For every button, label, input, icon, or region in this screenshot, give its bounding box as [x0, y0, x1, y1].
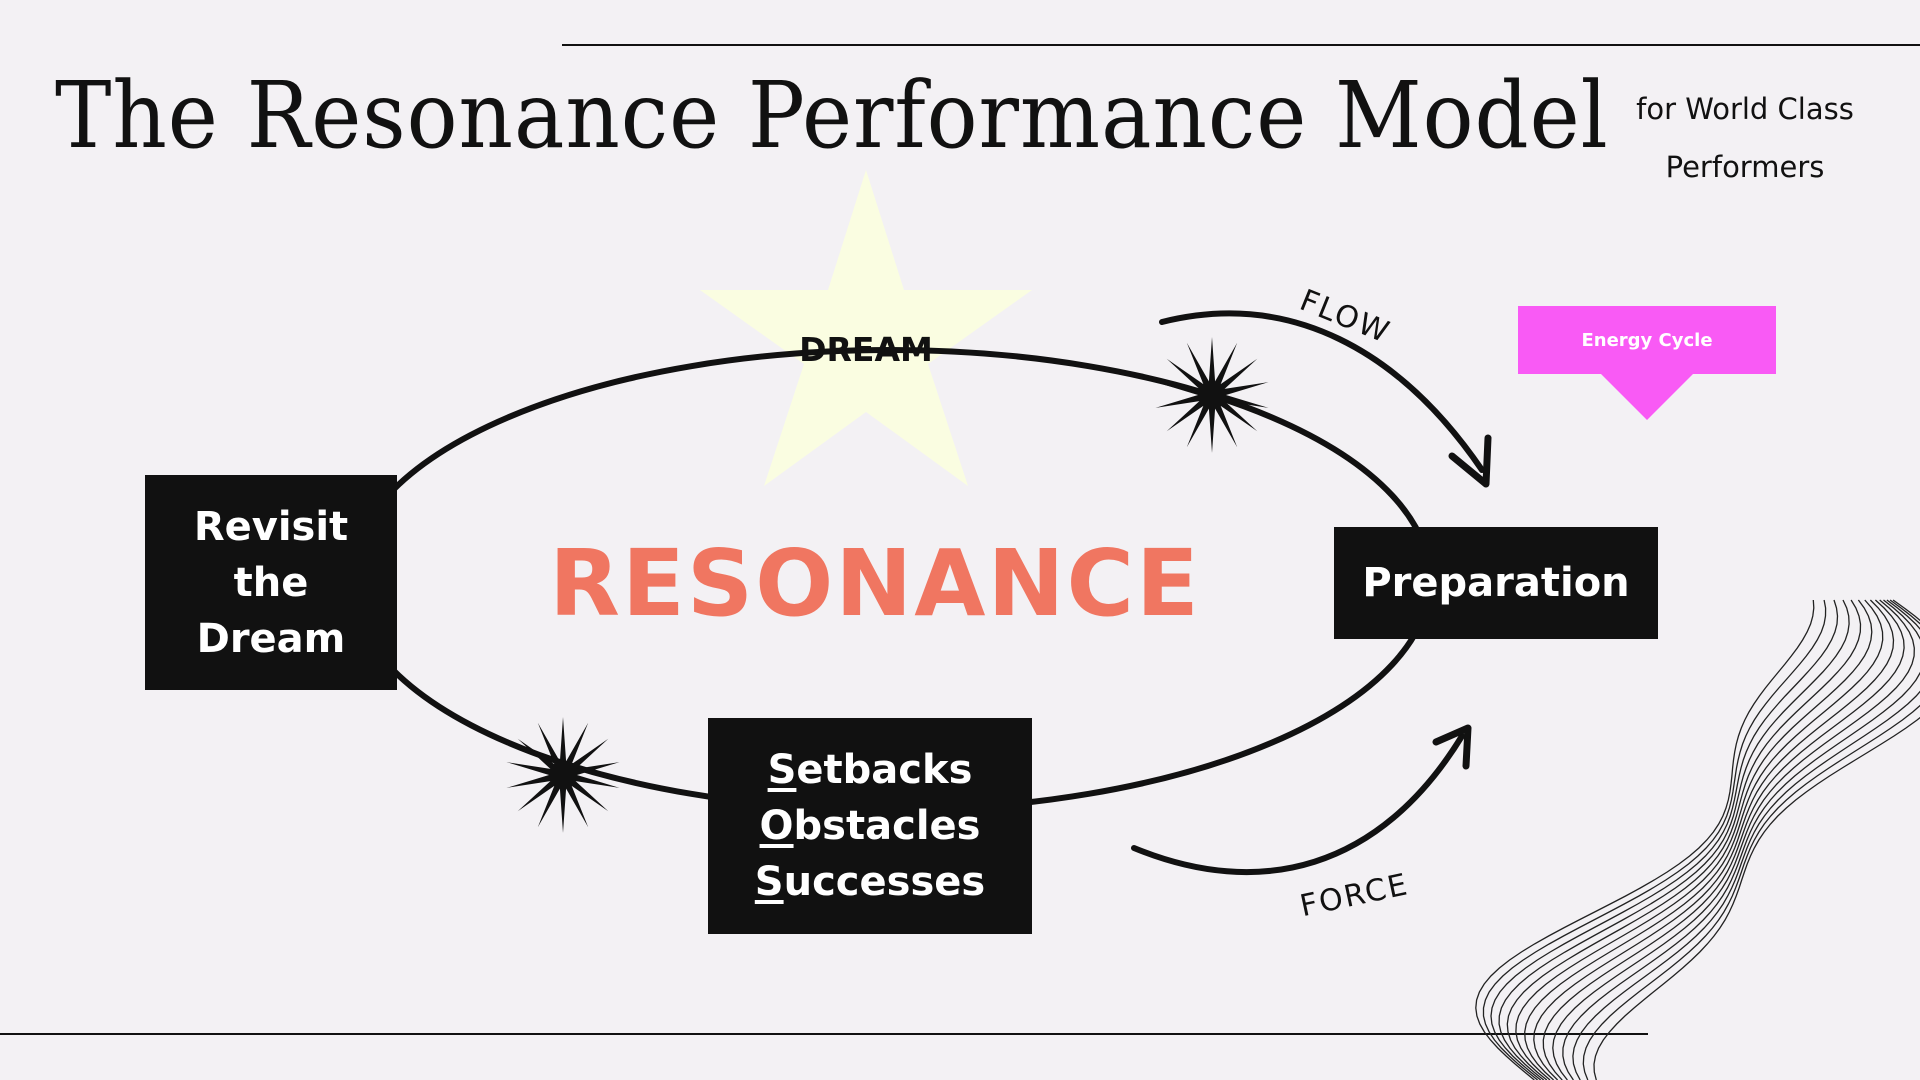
preparation-label: Preparation	[1362, 560, 1630, 606]
page-subtitle: for World Class Performers	[1636, 92, 1854, 184]
wave-line	[1533, 599, 1895, 1080]
wave-line	[1593, 599, 1920, 1080]
wave-line	[1582, 599, 1920, 1080]
starburst-icon	[506, 717, 620, 833]
line-initial: S	[767, 747, 797, 793]
resonance-label: RESONANCE	[549, 530, 1201, 637]
wave-line	[1515, 599, 1873, 1080]
setbacks-obstacles-successes-box: Setbacks Obstacles Successes	[708, 718, 1032, 934]
flow-arrowhead	[1448, 434, 1492, 488]
wave-line	[1490, 599, 1839, 1080]
dream-star-shape	[700, 170, 1032, 486]
tag-shape	[1518, 306, 1776, 420]
wave-line	[1552, 599, 1915, 1080]
wave-line	[1498, 599, 1850, 1080]
bottom-rule	[0, 1033, 1648, 1035]
obstacles-line: Obstacles	[760, 798, 981, 854]
flow-arrow	[1159, 310, 1485, 473]
line-rest: uccesses	[783, 859, 986, 905]
revisit-the-dream-box: Revisit the Dream	[145, 475, 397, 690]
line-initial: O	[759, 803, 794, 849]
revisit-the-dream-label: Revisit the Dream	[193, 503, 349, 662]
successes-line: Successes	[755, 854, 985, 910]
line-rest: bstacles	[793, 803, 981, 849]
wave-line	[1506, 599, 1862, 1080]
line-rest: etbacks	[796, 747, 973, 793]
preparation-box: Preparation	[1334, 527, 1658, 639]
energy-cycle-tag: Energy Cycle	[1518, 306, 1776, 422]
energy-cycle-label: Energy Cycle	[1581, 329, 1713, 351]
wave-line	[1475, 599, 1815, 1080]
wave-line	[1542, 599, 1905, 1080]
starburst-icon	[1155, 337, 1269, 453]
wave-line	[1572, 599, 1920, 1080]
top-rule	[562, 44, 1920, 46]
force-arrow	[1131, 733, 1465, 875]
setbacks-line: Setbacks	[768, 742, 973, 798]
wave-line	[1524, 599, 1884, 1080]
wave-line	[1482, 599, 1827, 1080]
page-title: The Resonance Performance Model	[55, 62, 1609, 169]
wave-line	[1562, 599, 1920, 1080]
wave-lines-decoration	[1475, 599, 1920, 1080]
line-initial: S	[754, 859, 784, 905]
force-arrowhead	[1432, 724, 1472, 770]
dream-label: DREAM	[799, 330, 933, 369]
